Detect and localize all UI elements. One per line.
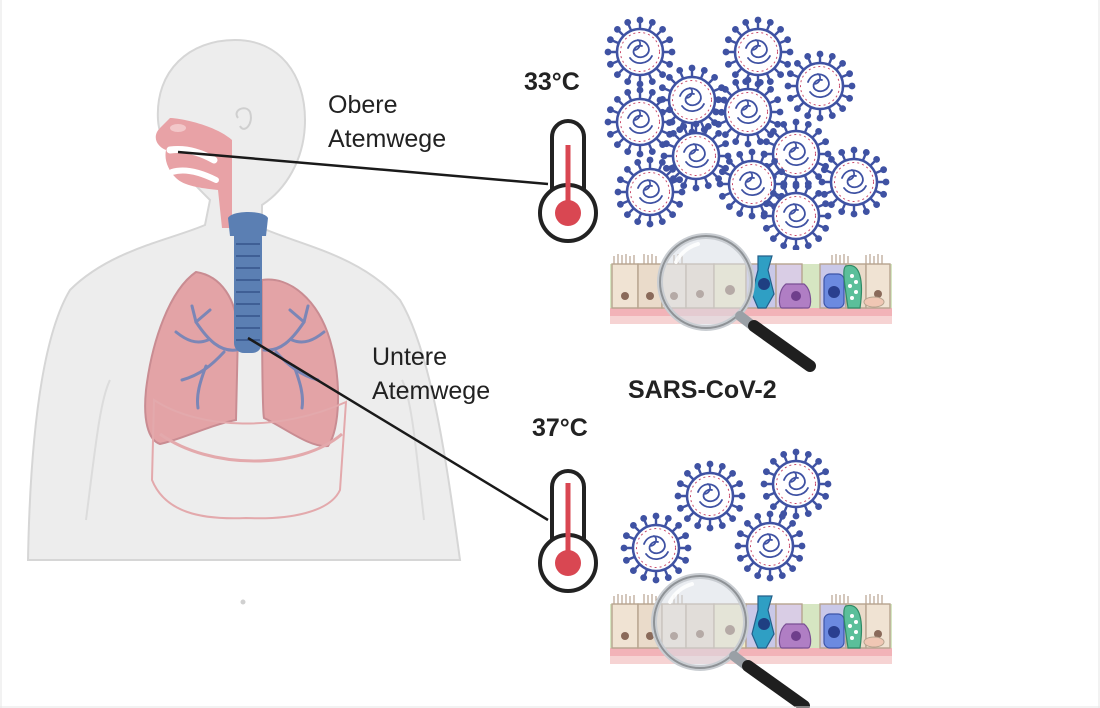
virus-cluster-lower: [619, 447, 833, 585]
virus-particle-icon: [783, 49, 857, 123]
upper-airway-pointer: [177, 150, 549, 186]
lower-airways-label-line2: Atemwege: [372, 377, 491, 405]
virus-particle-icon: [759, 179, 833, 253]
virus-particle-icon: [721, 15, 795, 89]
lower-temperature-label: 37°C: [532, 414, 588, 442]
thermometer-icon-upper: [538, 119, 598, 243]
lower-airways-label: Untere Atemwege: [372, 340, 490, 408]
thermometer-icon-lower: [538, 469, 598, 593]
virus-particle-icon: [733, 509, 807, 583]
virus-particle-icon: [613, 155, 687, 229]
lower-airway-pointer: [247, 336, 549, 522]
upper-airway-region: [155, 118, 232, 228]
upper-temperature-label: 33°C: [524, 68, 580, 96]
virus-particle-icon: [711, 75, 785, 149]
upper-airways-label-line1: Obere: [328, 91, 398, 119]
lower-airways-label-line1: Untere: [372, 343, 448, 371]
virus-particle-icon: [603, 85, 677, 159]
upper-airways-label-line2: Atemwege: [328, 125, 447, 153]
virus-particle-icon: [619, 511, 693, 585]
upper-airways-label: Obere Atemwege: [328, 88, 446, 156]
virus-cluster-upper: [603, 15, 891, 253]
trachea: [228, 212, 268, 353]
virus-name-label: SARS-CoV-2: [628, 376, 777, 404]
virus-particle-icon: [603, 15, 677, 89]
virus-particle-icon: [673, 459, 747, 533]
virus-particle-icon: [817, 145, 891, 219]
virus-particle-icon: [759, 447, 833, 521]
